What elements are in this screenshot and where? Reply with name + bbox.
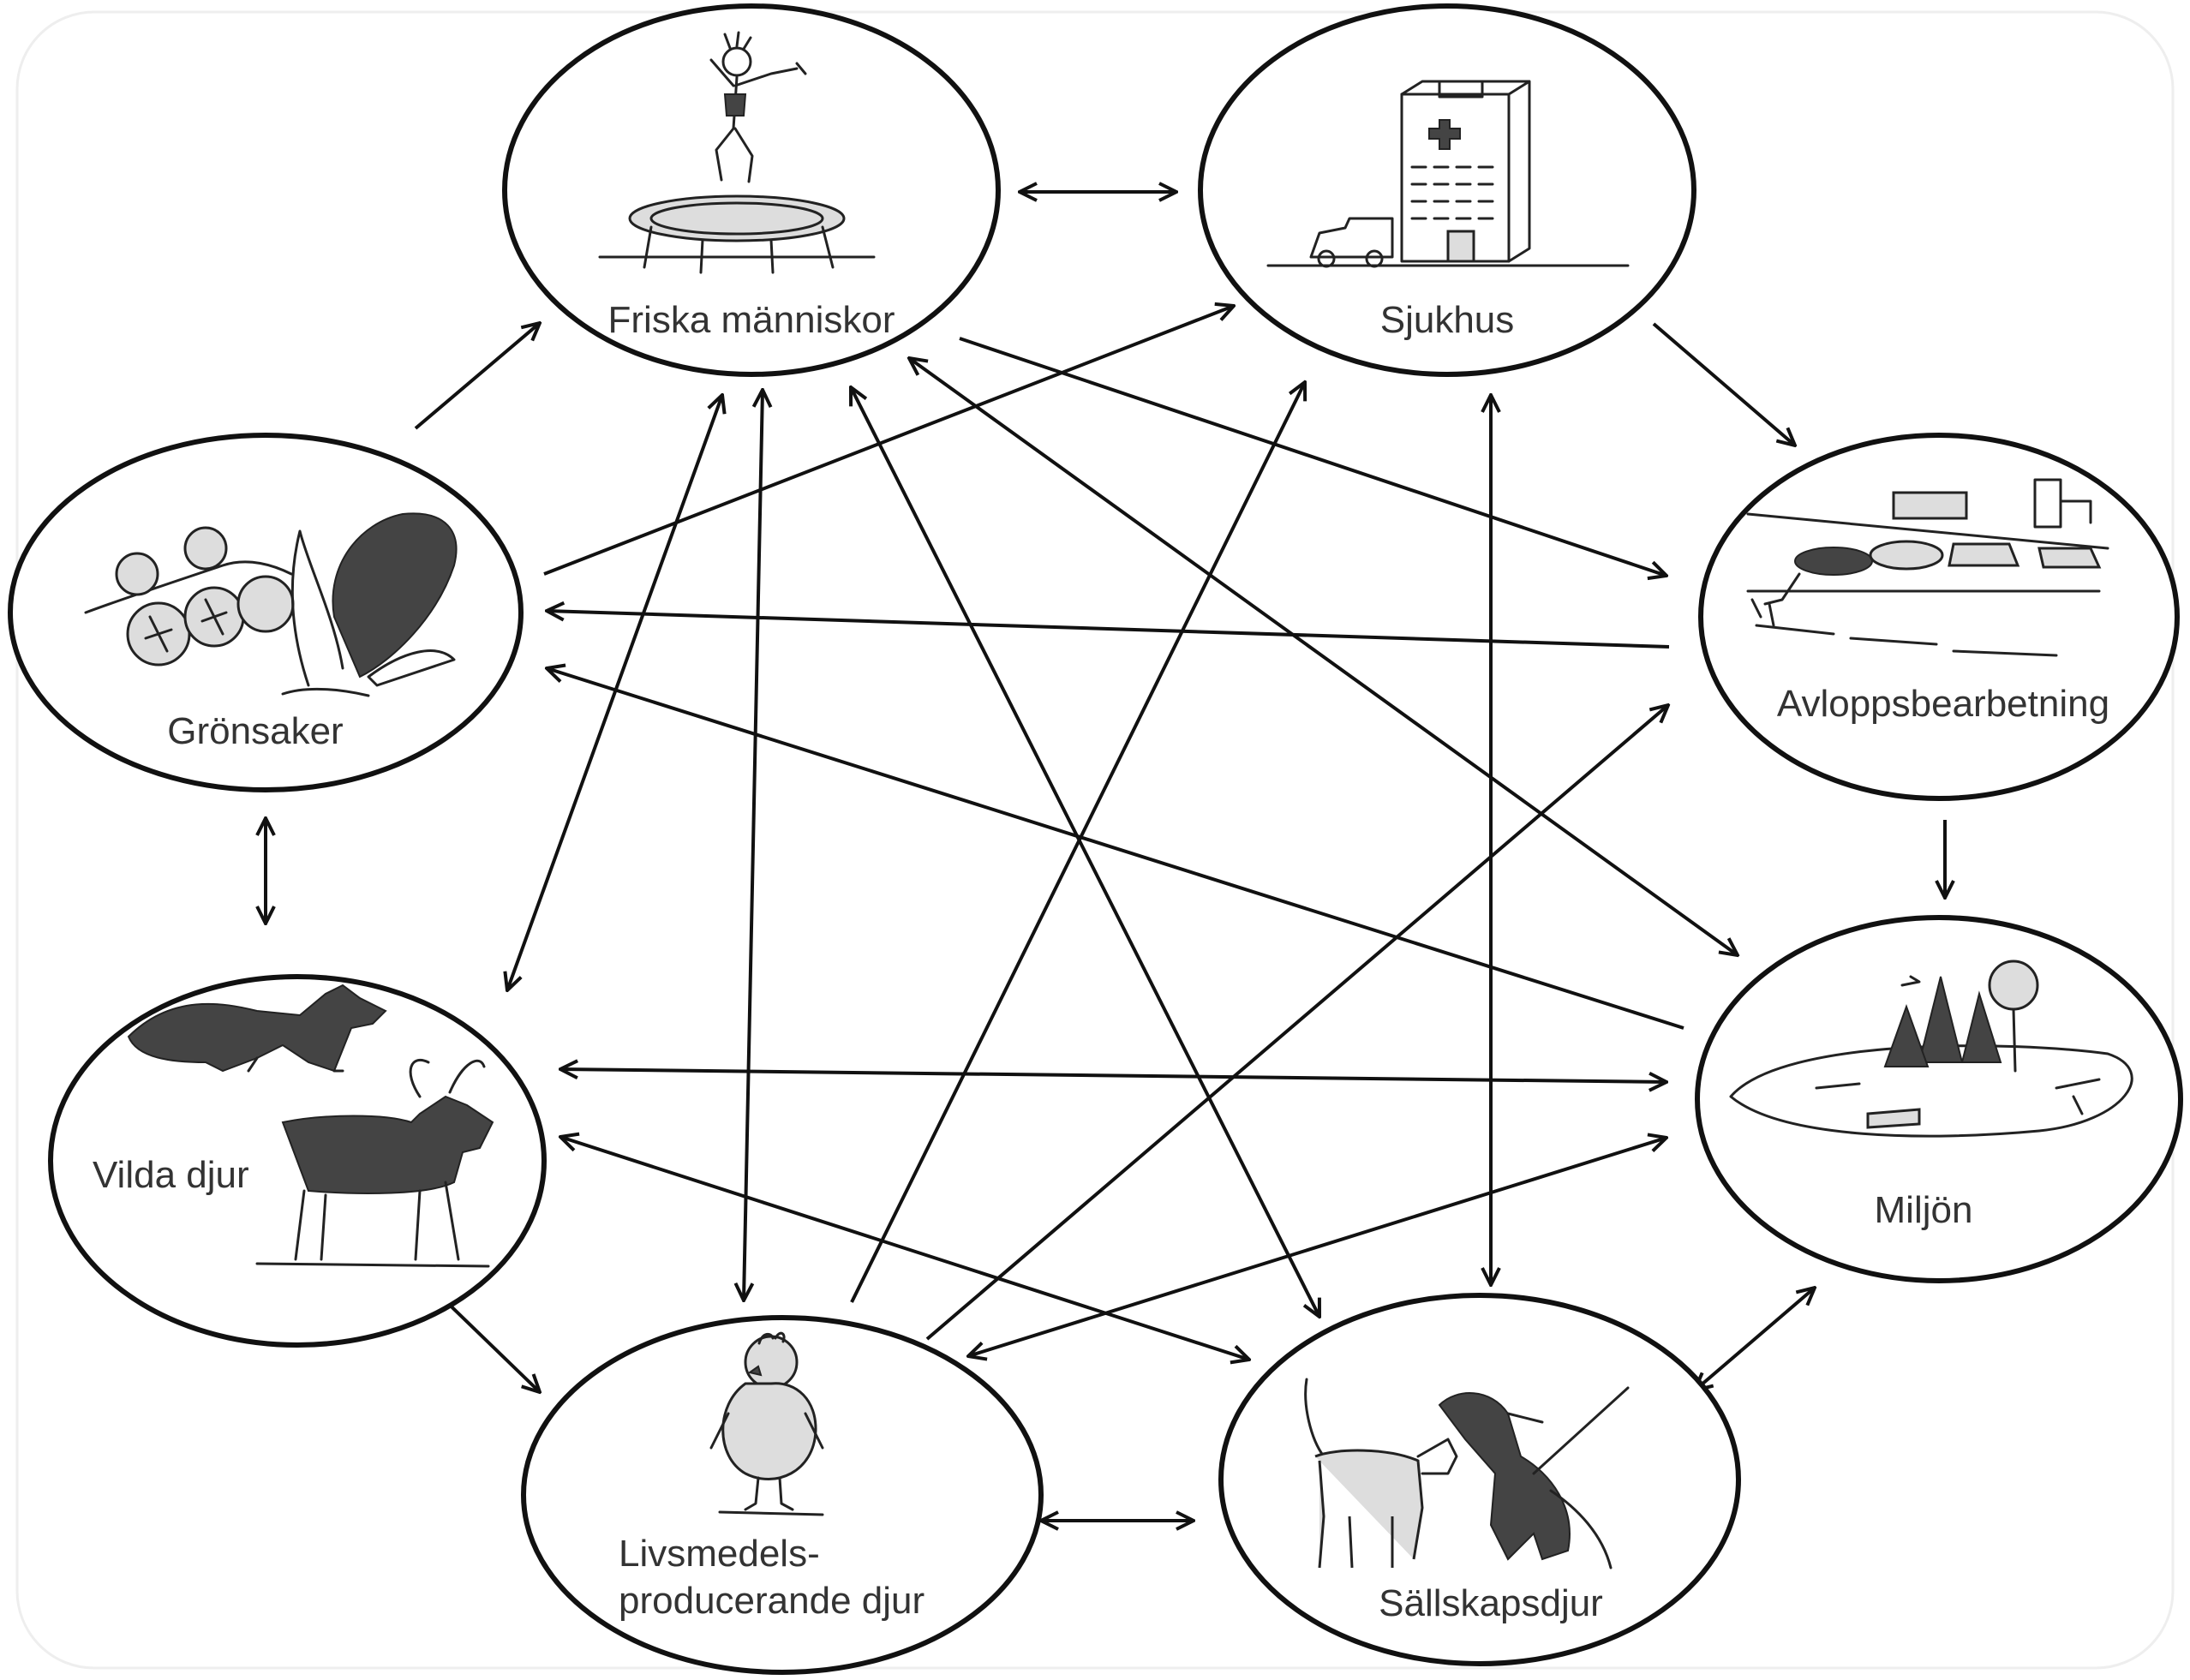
node-ellipse [1695,915,2183,1283]
node-sjukhus[interactable]: Sjukhus [1198,3,1696,377]
arrow-vilda-to-friska [507,395,722,990]
cat-dog-icon [1304,1378,1630,1569]
node-gronsaker[interactable]: Grönsaker [8,433,524,792]
arrow-miljon-to-livsmedel [968,1138,1666,1356]
arrow-sjukhus-to-avlopp [1652,322,1795,445]
arrow-vilda-to-miljon [560,1069,1666,1082]
node-ellipse [1198,3,1696,377]
arrow-friska-to-livsmedel [744,390,763,1300]
node-label: producerande djur [619,1580,924,1622]
sewage-plant-icon [1746,478,2109,657]
edges-layer [266,192,1945,1521]
node-friska-manniskor[interactable]: Friska människor [502,3,1001,377]
node-avloppsbearbetning[interactable]: Avloppsbearbetning [1698,433,2180,801]
arrow-livsmedel-to-avlopp [925,705,1668,1341]
node-miljon[interactable]: Miljön [1695,915,2183,1283]
arrow-vilda-to-sallskap [560,1137,1249,1360]
node-label: Sällskapsdjur [1379,1582,1603,1624]
vegetables-icon [84,512,458,697]
node-livsmedelsproducerande-djur[interactable]: Livsmedels- producerande djur [521,1315,1044,1675]
node-label: Sjukhus [1380,299,1515,341]
arrow-miljon-to-gronsaker [547,668,1684,1030]
node-label: Friska människor [608,299,895,341]
arrow-gronsaker-to-friska [414,323,540,430]
node-ellipse [502,3,1001,377]
node-sallskapsdjur[interactable]: Sällskapsdjur [1218,1293,1741,1666]
node-label: Vilda djur [93,1154,249,1196]
rounded-frame [15,10,2175,1670]
node-label: Grönsaker [167,710,343,752]
landscape-icon [1729,960,2133,1138]
arrow-sallskap-to-miljon [1695,1288,1815,1390]
node-label: Avloppsbearbetning [1777,683,2109,725]
arrow-friska-to-avlopp [959,337,1666,576]
arrow-friska-to-miljon [909,358,1738,955]
fox-moose-icon [127,983,494,1268]
node-label: Miljön [1875,1189,1973,1231]
chicken-icon [709,1331,824,1516]
node-vilda-djur[interactable]: Vilda djur [48,974,547,1348]
node-label: Livsmedels- [619,1533,820,1575]
arrow-friska-to-sallskap [851,387,1319,1317]
node-ellipse [1218,1293,1741,1666]
node-ellipse [521,1315,1044,1675]
arrow-avlopp-to-gronsaker [547,611,1670,649]
hospital-icon [1266,80,1630,268]
trampoline-person-icon [598,31,876,274]
